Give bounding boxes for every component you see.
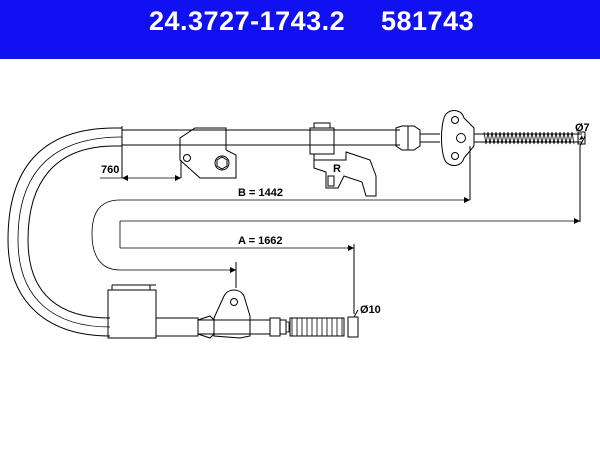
- diameter-10-label: Ø10: [360, 304, 381, 316]
- flange-hole-icon: [456, 133, 466, 143]
- cable-sheath-inner: [27, 145, 122, 319]
- dimension-reference-loop: [91, 199, 470, 271]
- flange-hole-icon: [451, 116, 459, 124]
- lower-bracket-hole-icon: [230, 298, 238, 306]
- adjuster-fitting: [395, 125, 421, 151]
- lower-ferrule: [197, 315, 215, 339]
- dimension-b-label: B = 1442: [238, 187, 283, 199]
- upper-bracket: [179, 127, 237, 179]
- cable-sheath-outer: [7, 127, 122, 337]
- flange-hole-icon: [451, 152, 459, 160]
- diameter-7-label: Ø7: [575, 122, 590, 134]
- cable-core-line: [17, 136, 123, 328]
- lower-thread: [286, 318, 343, 336]
- lower-end-housing: [107, 289, 157, 339]
- mounting-flange: [441, 110, 475, 166]
- dimension-a-label: A = 1662: [238, 235, 283, 247]
- return-spring: [483, 131, 575, 145]
- cable-grommet: [309, 127, 335, 155]
- reference-number: 581743: [381, 6, 475, 36]
- side-marker-r: R: [333, 163, 341, 175]
- r-bracket: [313, 151, 377, 197]
- lower-end-nipple: [347, 316, 359, 338]
- part-number: 24.3727-1743.2: [149, 6, 346, 36]
- lower-bracket: [213, 289, 251, 339]
- bracket-bolt-icon: [214, 155, 230, 171]
- title-banner: 24.3727-1743.2 581743: [0, 0, 600, 59]
- dimension-760-label: 760: [101, 164, 119, 176]
- cable-drawing: 760 B = 1442 A = 1662 Ø7 Ø10 R: [7, 110, 590, 339]
